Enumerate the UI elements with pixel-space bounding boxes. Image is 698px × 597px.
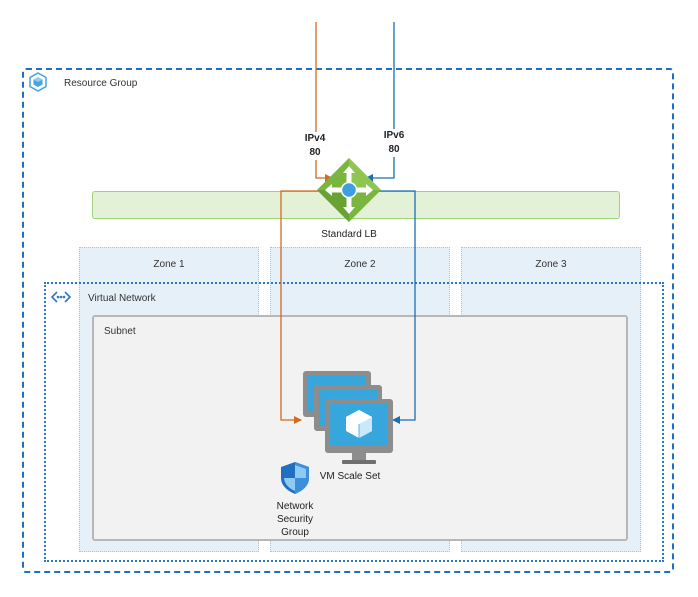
virtual-network-container xyxy=(44,282,664,562)
load-balancer-icon xyxy=(317,158,381,222)
ipv6-label: IPv6 80 xyxy=(379,129,409,157)
virtual-network-icon xyxy=(50,291,72,303)
ipv6-backend-line xyxy=(378,190,416,424)
shield-icon xyxy=(281,462,309,494)
ipv4-inbound-line xyxy=(315,22,333,182)
zone-2-label: Zone 2 xyxy=(344,259,376,270)
nsg-label: Network Security Group xyxy=(259,500,331,539)
ipv6-inbound-line xyxy=(365,22,395,182)
resource-group-label: Resource Group xyxy=(64,78,138,89)
load-balancer-label: Standard LB xyxy=(321,229,377,240)
zone-3-label: Zone 3 xyxy=(535,259,567,270)
subnet-label: Subnet xyxy=(104,326,136,337)
ipv4-protocol-label: IPv4 xyxy=(304,133,326,144)
ipv4-port-label: 80 xyxy=(309,147,321,158)
ipv4-backend-line xyxy=(280,190,318,424)
nsg-label-line3: Group xyxy=(281,527,309,538)
ipv6-protocol-label: IPv6 xyxy=(383,130,405,141)
vm-scale-set-icon xyxy=(303,371,393,464)
vm-scale-set-label: VM Scale Set xyxy=(319,471,381,482)
zone-1-label: Zone 1 xyxy=(153,259,185,270)
nsg-label-line1: Network xyxy=(276,501,314,512)
resource-group-container xyxy=(22,68,674,573)
ipv4-label: IPv4 80 xyxy=(300,132,330,160)
resource-group-icon xyxy=(29,72,47,92)
nsg-label-line2: Security xyxy=(276,514,314,525)
ipv6-port-label: 80 xyxy=(388,144,400,155)
virtual-network-label: Virtual Network xyxy=(88,293,156,304)
